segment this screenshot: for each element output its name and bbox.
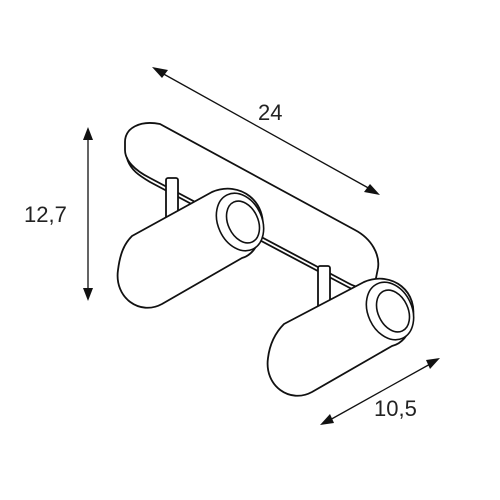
- spot-2-lens: [375, 289, 411, 333]
- dimension-spot-length: 10,5: [320, 358, 440, 425]
- length-label: 24: [258, 100, 282, 125]
- dimension-length: 24: [152, 67, 380, 195]
- spot-length-arrow-start: [320, 414, 334, 425]
- spot-length-label: 10,5: [374, 396, 417, 421]
- length-arrow-end: [364, 184, 380, 195]
- spot-length-dimension-line: [327, 362, 433, 422]
- height-arrow-bottom: [83, 288, 93, 301]
- spot-length-arrow-end: [426, 358, 440, 369]
- spot-1-lens: [225, 200, 261, 244]
- height-arrow-top: [83, 127, 93, 140]
- spot-1: [116, 187, 265, 309]
- dimension-height: 12,7: [24, 127, 93, 301]
- length-dimension-line: [159, 71, 373, 191]
- height-label: 12,7: [24, 202, 67, 227]
- length-arrow-start: [152, 67, 168, 78]
- spot-2: [266, 277, 415, 397]
